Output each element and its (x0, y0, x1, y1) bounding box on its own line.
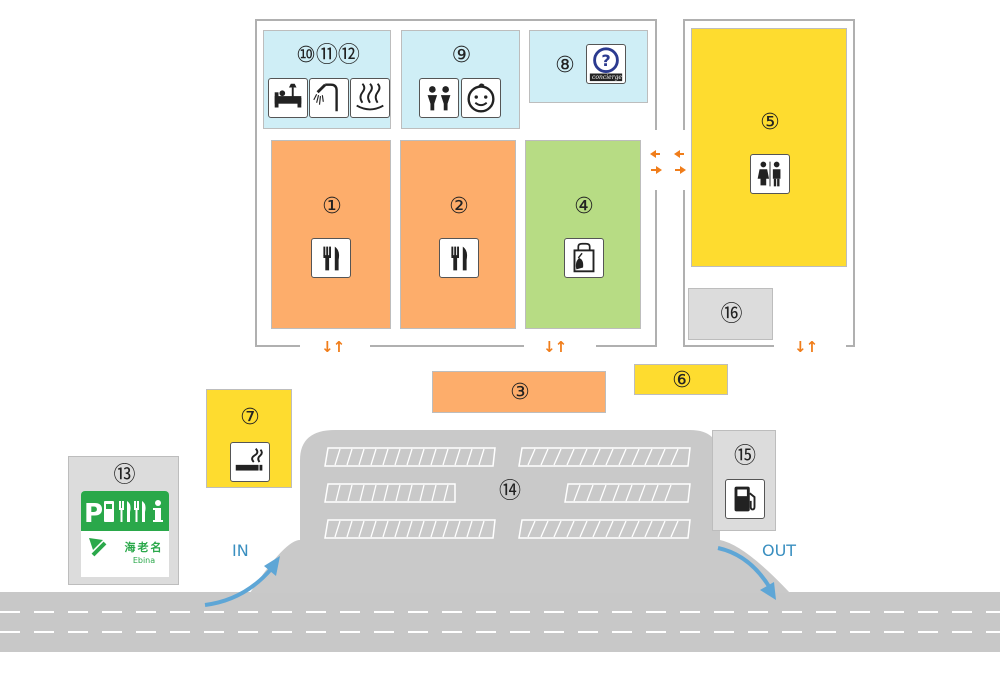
facility-13-sign: ⑬ P 海老名 Ebina (68, 456, 179, 585)
restroom-icon (750, 154, 790, 194)
facility-10-11-12-label: ⑩⑪⑫ (296, 43, 360, 68)
svg-text:?: ? (601, 51, 610, 70)
facility-9-kids-area[interactable]: ⑨ (401, 30, 520, 129)
facility-5-label: ⑤ (760, 110, 780, 135)
passage-arrows (650, 150, 686, 174)
fuel-icon (725, 479, 765, 519)
facility-16-label: ⑯ (720, 302, 743, 327)
facility-4-label: ④ (574, 194, 594, 219)
sign-place-romaji: Ebina (132, 556, 156, 565)
facility-7-smoking-area[interactable]: ⑦ (206, 389, 292, 488)
baby-icon (461, 78, 501, 118)
nap-room-icon (268, 78, 308, 118)
exit-label: OUT (762, 541, 797, 560)
facility-3-food-stall[interactable]: ③ (432, 371, 606, 413)
facility-2-label: ② (449, 194, 469, 219)
entrance-arrows-3: ↓↑ (794, 338, 818, 356)
concierge-icon: ? concierge (586, 44, 626, 84)
entrance-arrows-1: ↓↑ (321, 338, 345, 356)
facility-9-label: ⑨ (451, 43, 472, 68)
facility-15-gas-station[interactable]: ⑮ (712, 430, 776, 531)
highway-sign-icon: P 海老名 Ebina (81, 491, 169, 577)
facility-15-label: ⑮ (733, 444, 756, 469)
facility-6-label: ⑥ (672, 368, 692, 393)
sign-place-name: 海老名 (124, 541, 164, 554)
facility-1-restaurant[interactable]: ① (271, 140, 391, 329)
facility-10-11-12-rest-area[interactable]: ⑩⑪⑫ (263, 30, 391, 129)
highway (0, 592, 1000, 652)
facility-1-label: ① (322, 194, 342, 219)
restaurant-icon (439, 238, 479, 278)
facility-16[interactable]: ⑯ (688, 288, 773, 340)
entrance-label: IN (232, 541, 249, 560)
facility-7-label: ⑦ (240, 405, 260, 430)
facility-3-label: ③ (510, 380, 530, 405)
smoking-icon (230, 442, 270, 482)
facility-5-restroom[interactable]: ⑤ (691, 28, 847, 267)
facility-14-label: ⑭ (498, 479, 521, 504)
children-icon (419, 78, 459, 118)
facility-13-label: ⑬ (113, 463, 136, 488)
parking-symbol: P (84, 499, 103, 529)
lane-markings (0, 611, 1000, 633)
entrance-arrows-2: ↓↑ (543, 338, 567, 356)
facility-8-concierge[interactable]: ⑧ ? concierge (529, 30, 648, 103)
restaurant-icon (311, 238, 351, 278)
concierge-text: concierge (592, 74, 622, 81)
facility-4-shop[interactable]: ④ (525, 140, 641, 329)
bath-icon (350, 78, 390, 118)
facility-2-restaurant[interactable]: ② (400, 140, 516, 329)
shopping-bag-icon (564, 238, 604, 278)
facility-6[interactable]: ⑥ (634, 364, 728, 395)
facility-8-label: ⑧ (555, 53, 575, 78)
shower-icon (309, 78, 349, 118)
